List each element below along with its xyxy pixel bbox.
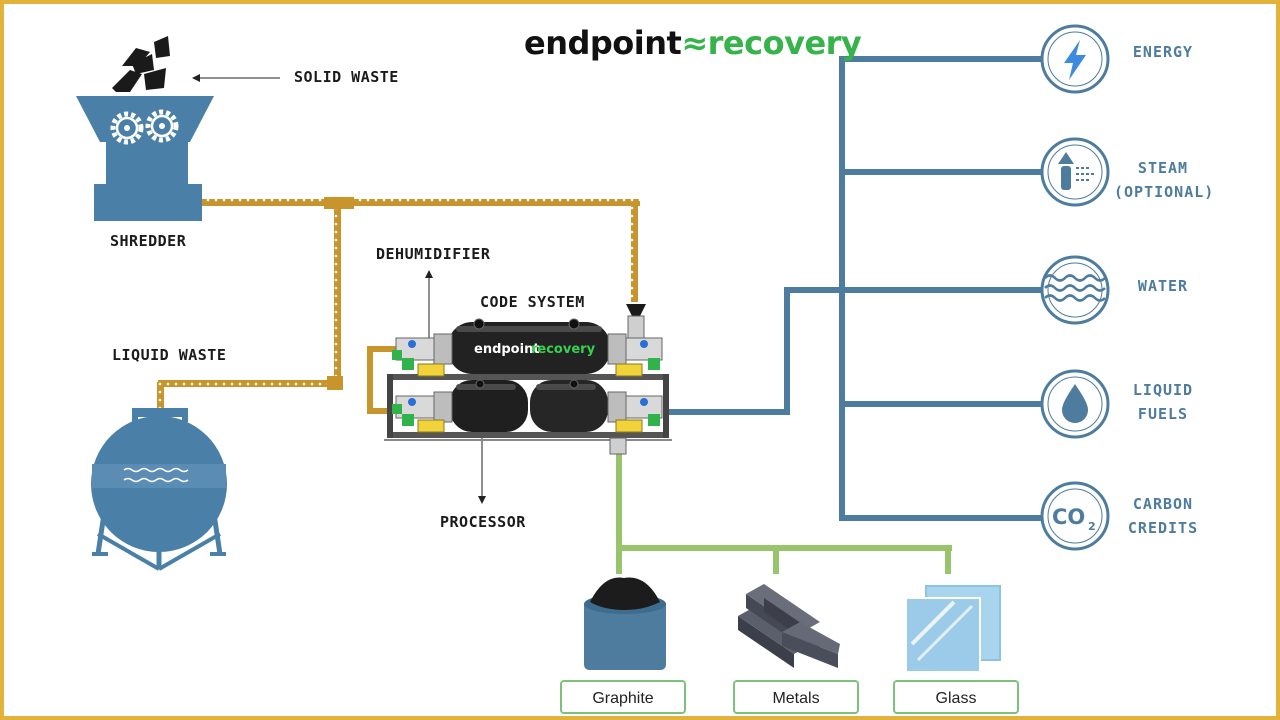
metal-beams-icon — [738, 584, 840, 668]
process-flow-diagram: endpoint recovery CO 2 — [76, 24, 1110, 673]
carbon-credits-label: CARBON CREDITS — [1127, 495, 1199, 537]
co2-icon: CO 2 — [1040, 481, 1110, 551]
metals-button[interactable]: Metals — [733, 680, 859, 714]
logo-separator: ≈ — [681, 24, 708, 62]
processor-label: PROCESSOR — [440, 513, 526, 531]
logo-right-text: recovery — [707, 24, 862, 62]
liquid-waste-tank — [91, 408, 227, 571]
gear-icon — [110, 111, 144, 145]
droplet-icon — [1040, 369, 1110, 439]
co2-icon-subscript: 2 — [1088, 520, 1096, 533]
machine-brand-left: endpoint — [474, 342, 540, 357]
waves-icon — [1040, 255, 1110, 325]
liquid-waste-label: LIQUID WASTE — [112, 346, 227, 364]
solid-output-pipes — [616, 452, 952, 574]
co2-icon-text: CO — [1052, 505, 1085, 529]
glass-panes-icon — [905, 585, 1001, 673]
graphite-button[interactable]: Graphite — [560, 680, 686, 714]
solid-waste-label: SOLID WASTE — [294, 68, 399, 86]
logo-left-text: endpoint — [524, 24, 682, 62]
lightning-icon — [1040, 24, 1110, 94]
steam-icon — [1040, 137, 1110, 207]
water-label: WATER — [1137, 277, 1189, 295]
liquid-fuels-label: LIQUID FUELS — [1132, 381, 1194, 423]
solid-waste-pieces-icon — [112, 36, 170, 92]
energy-label: ENERGY — [1132, 43, 1194, 61]
dehumidifier-label: DEHUMIDIFIER — [376, 245, 491, 263]
steam-label: STEAM (OPTIONAL) — [1114, 159, 1215, 201]
endpoint-recovery-logo: endpoint≈recovery — [524, 24, 862, 62]
code-system-machine: endpoint recovery — [384, 304, 672, 455]
graphite-bucket-icon — [584, 577, 666, 670]
machine-brand-right: recovery — [531, 342, 596, 357]
glass-button[interactable]: Glass — [893, 680, 1019, 714]
input-pipes — [157, 197, 640, 414]
annotation-arrows — [425, 270, 486, 504]
shredder — [76, 36, 280, 221]
energy-output-pipes — [666, 56, 1043, 521]
code-system-label: CODE SYSTEM — [480, 293, 585, 311]
gear-icon — [145, 109, 179, 143]
shredder-label: SHREDDER — [110, 232, 187, 250]
